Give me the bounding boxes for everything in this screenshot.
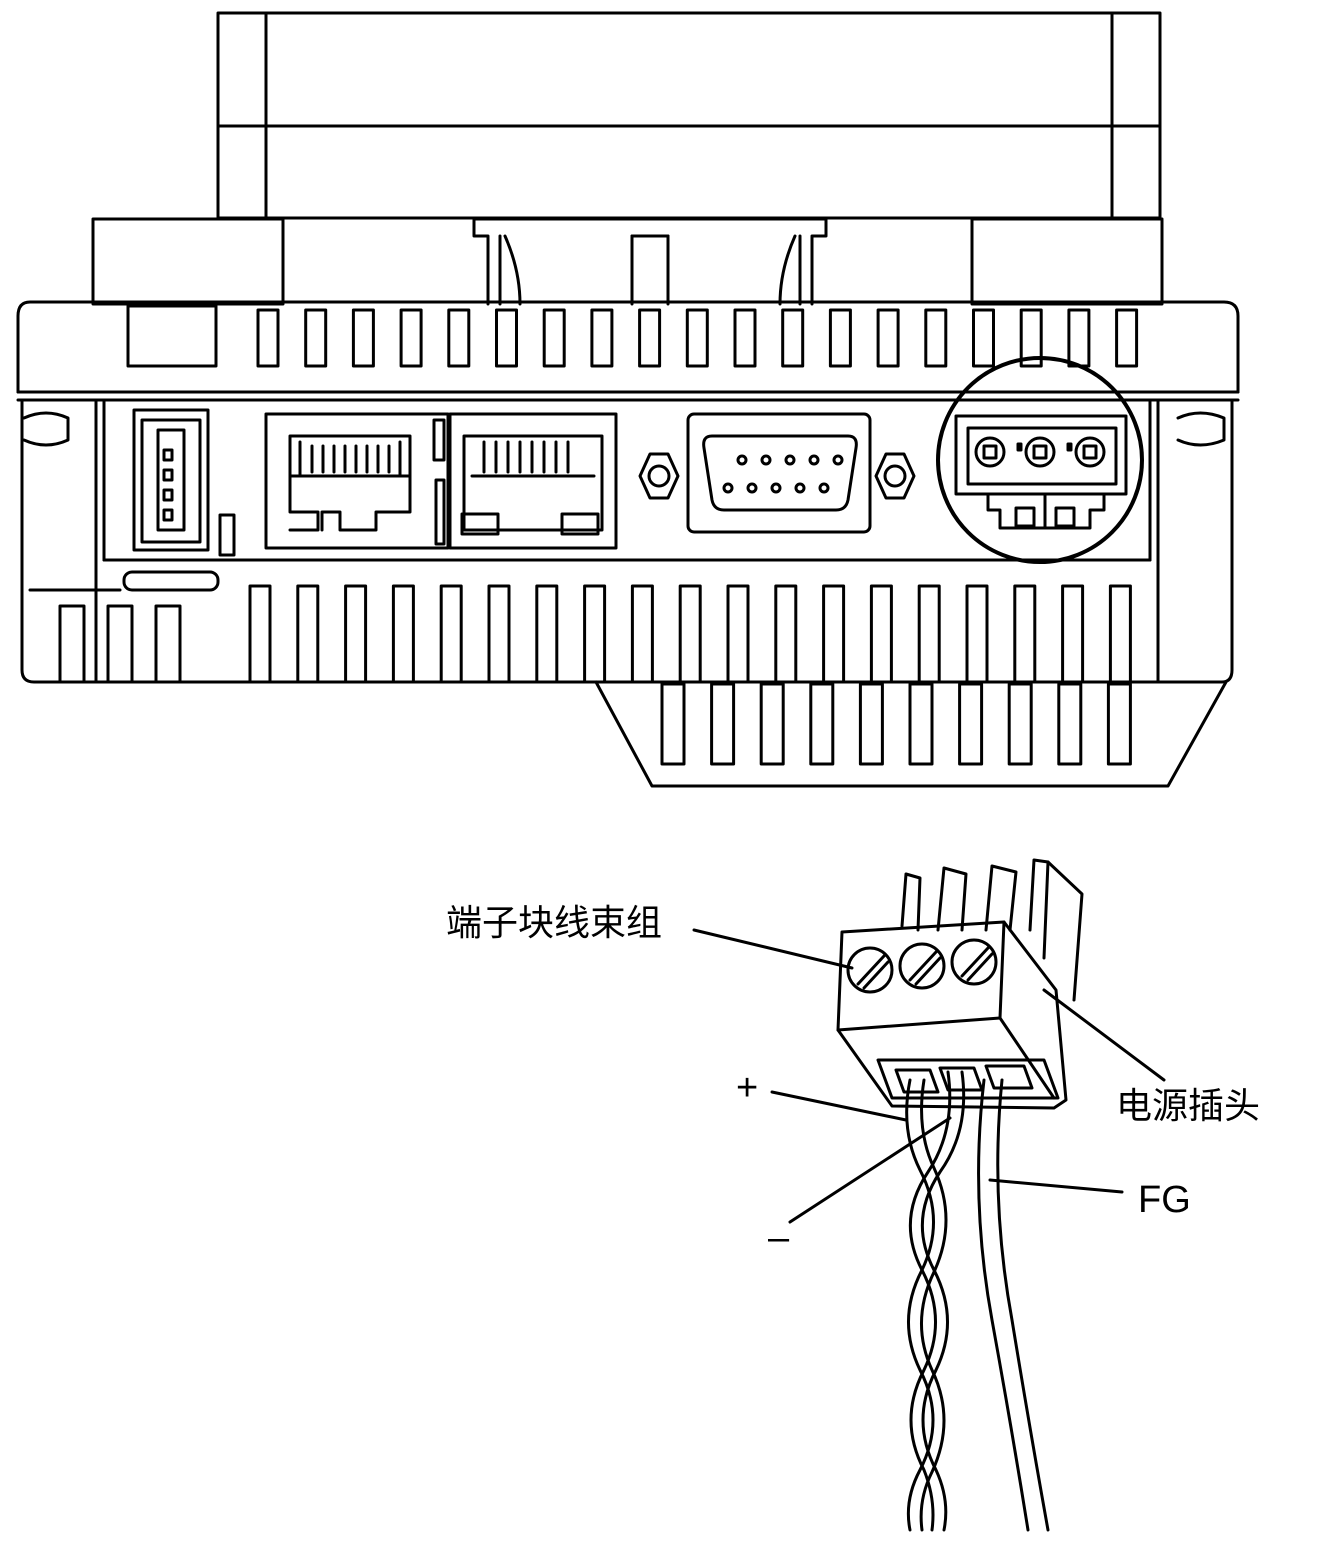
device-bottom-trapezoid [594, 680, 1228, 788]
device-bottom-view [16, 11, 1240, 788]
upper-vent-slots [126, 304, 1139, 368]
vent-slot [1061, 584, 1085, 684]
vent-slot [822, 584, 846, 684]
dsub-pin [770, 482, 782, 494]
vent-slot [296, 584, 320, 684]
vent-slot [447, 308, 471, 368]
vent-slot [495, 308, 518, 368]
label-plus: + [736, 1067, 758, 1109]
vent-slot [638, 308, 662, 368]
vent-slot [972, 308, 995, 368]
vent-slot [678, 584, 702, 684]
vent-slot [924, 308, 948, 368]
dsub-pin [784, 454, 796, 466]
vent-slot [106, 604, 134, 684]
vent-slot [685, 308, 709, 368]
dsub-pin [818, 482, 830, 494]
leader-minus [788, 1116, 952, 1224]
vent-slot [774, 584, 798, 684]
labels: 端子块线束组 电源插头 + – FG [446, 903, 1260, 1259]
vent-slot [660, 682, 686, 766]
vent-slot [248, 584, 272, 684]
vent-slot [809, 682, 835, 766]
vent-slot [154, 604, 182, 684]
dsub-pin [746, 482, 758, 494]
vent-slot [344, 584, 368, 684]
vent-slot [487, 584, 511, 684]
dsub-pin [808, 454, 820, 466]
vent-slot [535, 584, 559, 684]
vent-slot [439, 584, 463, 684]
vent-slot [965, 584, 989, 684]
vent-slot [1057, 682, 1083, 766]
label-minus: – [768, 1217, 790, 1259]
usb-port [132, 408, 236, 557]
vent-slot [399, 308, 423, 368]
vent-slot [876, 308, 900, 368]
leader-lines [692, 928, 1166, 1224]
ethernet-port-1 [264, 412, 450, 550]
vent-slot [351, 308, 375, 368]
vent-slot [542, 308, 566, 368]
vent-slot [869, 584, 893, 684]
vent-slot [1019, 308, 1043, 368]
vent-slot [256, 308, 280, 368]
vent-slot [1007, 682, 1033, 766]
vent-slot [1067, 308, 1091, 368]
vent-slot [908, 682, 934, 766]
leader-plus [770, 1090, 908, 1122]
device-top-housing [216, 11, 1162, 220]
vent-slot [1013, 584, 1037, 684]
fg-wire [977, 1078, 1050, 1532]
vent-slot [858, 682, 884, 766]
vent-slot [1106, 682, 1132, 766]
label-terminal-block-harness: 端子块线束组 [446, 903, 662, 944]
vent-slot [590, 308, 614, 368]
vent-slot [1115, 308, 1139, 368]
dsub-pin [794, 482, 806, 494]
vent-slot [781, 308, 805, 368]
twisted-pair-wires [905, 1070, 966, 1532]
vent-slot [733, 308, 757, 368]
screw-3-icon [950, 938, 998, 986]
vent-slot [58, 604, 86, 684]
vent-slot [710, 682, 736, 766]
vent-block [126, 304, 218, 368]
screw-1-icon [846, 946, 894, 994]
dsub-pin [736, 454, 748, 466]
vent-slot [583, 584, 607, 684]
leader-fg [988, 1178, 1124, 1194]
device-power-terminal [954, 414, 1128, 530]
vent-slot [1108, 584, 1132, 684]
ethernet-port-2 [432, 412, 618, 550]
vent-slot [917, 584, 941, 684]
lower-vent-slots [58, 584, 1132, 684]
device-main-body [16, 300, 1240, 684]
vent-slot [304, 308, 328, 368]
power-terminal-highlight-circle [936, 356, 1144, 564]
dsub-pin [832, 454, 844, 466]
dsub-pin [722, 482, 734, 494]
label-power-plug: 电源插头 [1116, 1086, 1260, 1127]
vent-slot [958, 682, 984, 766]
screw-2-icon [898, 942, 946, 990]
power-plug-assembly [836, 858, 1084, 1110]
vent-slot [391, 584, 415, 684]
dsub-pin [760, 454, 772, 466]
device-mid-housing [91, 217, 1164, 306]
vent-slot [828, 308, 852, 368]
vent-slot [726, 584, 750, 684]
label-fg: FG [1138, 1179, 1191, 1221]
vent-slot [630, 584, 654, 684]
leader-power-plug [1042, 988, 1166, 1082]
vent-slot [759, 682, 785, 766]
leader-terminal-block [692, 928, 854, 970]
dsub-serial-port [638, 412, 916, 534]
